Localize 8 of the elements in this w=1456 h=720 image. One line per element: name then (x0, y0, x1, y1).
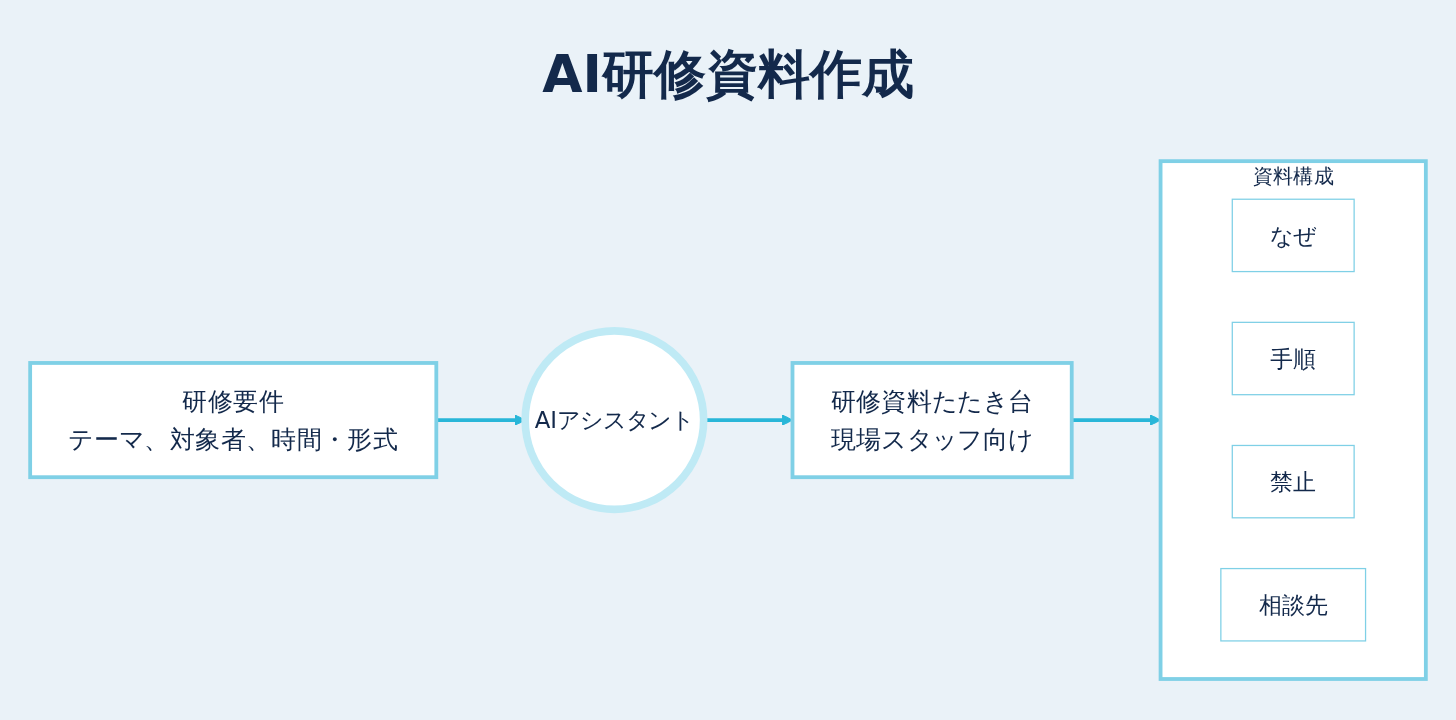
node-box: なぜ (1231, 198, 1355, 273)
node-circle: AIアシスタント (521, 326, 708, 514)
node-box: 手順 (1231, 321, 1355, 396)
node-box: 相談先 (1220, 567, 1367, 642)
node-box: 研修要件 テーマ、対象者、時間・形式 (28, 360, 439, 480)
diagram-title: AI研修資料作成 (541, 43, 915, 106)
node-box: 研修資料たたき台 現場スタッフ向け (790, 360, 1074, 480)
node-box: 禁止 (1231, 444, 1355, 519)
